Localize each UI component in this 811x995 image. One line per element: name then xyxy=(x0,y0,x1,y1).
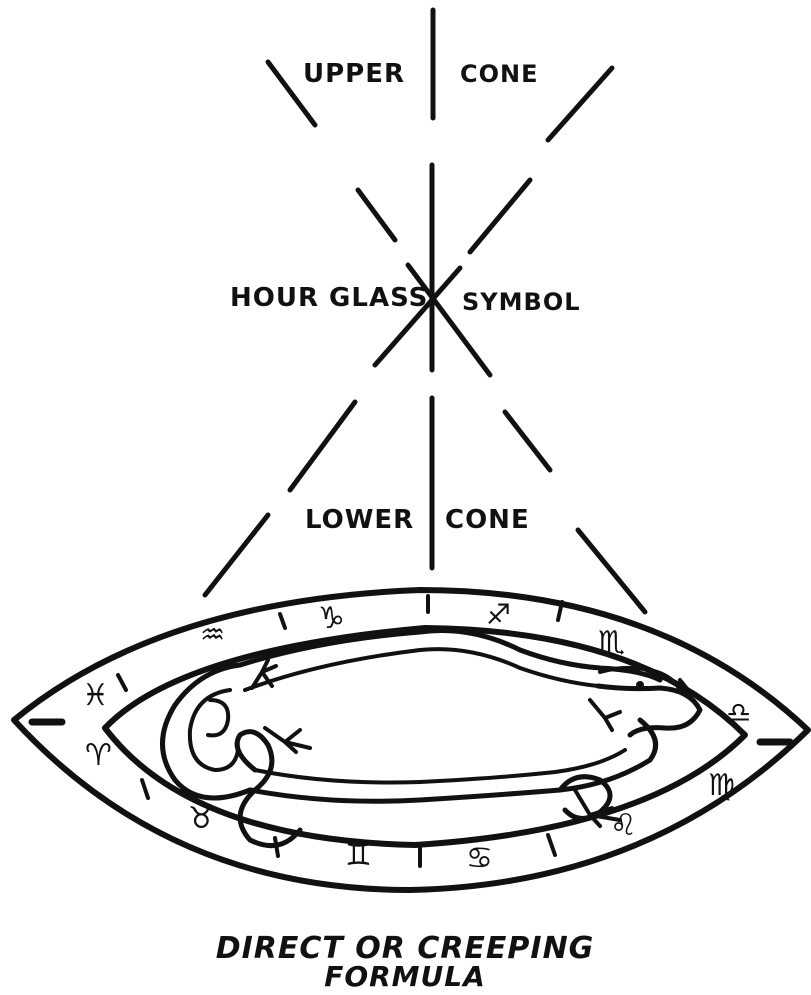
ring-separator xyxy=(280,614,285,628)
taurus-glyph: ♉ xyxy=(188,801,215,836)
lower-cone-right-edge-2 xyxy=(578,530,645,612)
lower-cone-left-edge-2 xyxy=(205,515,268,595)
scorpio-glyph: ♏ xyxy=(598,625,625,660)
lower-cone-right-edge-1 xyxy=(505,412,550,470)
pisces-glyph: ♓ xyxy=(82,678,109,713)
aries-glyph: ♈ xyxy=(85,738,112,773)
label-lower: LOWER xyxy=(305,505,414,535)
crocodile-body-lower xyxy=(250,720,656,801)
ring-separator xyxy=(142,780,148,798)
crocodile-body-upper-inner xyxy=(245,649,598,690)
capricorn-glyph: ♑ xyxy=(318,601,345,636)
hourglass-symbol xyxy=(358,165,530,375)
gemini-glyph: ♊ xyxy=(345,838,372,873)
libra-glyph: ♎ xyxy=(726,696,751,729)
crocodile-body-lower-inner xyxy=(255,750,625,783)
hourglass-upper-left-segment xyxy=(358,190,395,240)
crocodile-tail-coil xyxy=(163,665,251,798)
crocodile-eye xyxy=(636,681,644,689)
cancer-glyph: ♋ xyxy=(466,841,493,876)
lower-cone-left-edge-1 xyxy=(290,402,355,490)
ring-separator xyxy=(118,675,126,690)
label-lower-cone: CONE xyxy=(445,505,530,535)
upper-cone-right-edge xyxy=(548,68,612,140)
sagittarius-glyph: ♐ xyxy=(486,598,511,631)
hourglass-upper-right-segment xyxy=(470,180,530,252)
lower-cone xyxy=(205,398,645,612)
crocodile-claw-right-upper xyxy=(590,700,620,730)
crocodile-head xyxy=(598,686,700,735)
label-upper: UPPER xyxy=(303,59,405,89)
label-upper-cone: CONE xyxy=(460,60,539,88)
virgo-glyph: ♍ xyxy=(708,768,735,803)
ring-separator xyxy=(548,835,555,855)
crocodile-tail-spiral xyxy=(208,700,228,735)
caption-line-2: FORMULA xyxy=(324,960,486,993)
aquarius-glyph: ♒ xyxy=(200,618,225,651)
crocodile-right-coil xyxy=(560,777,610,819)
label-hour-glass: HOUR GLASS xyxy=(230,283,428,313)
leo-glyph: ♌ xyxy=(610,808,637,843)
label-symbol: SYMBOL xyxy=(462,288,581,316)
